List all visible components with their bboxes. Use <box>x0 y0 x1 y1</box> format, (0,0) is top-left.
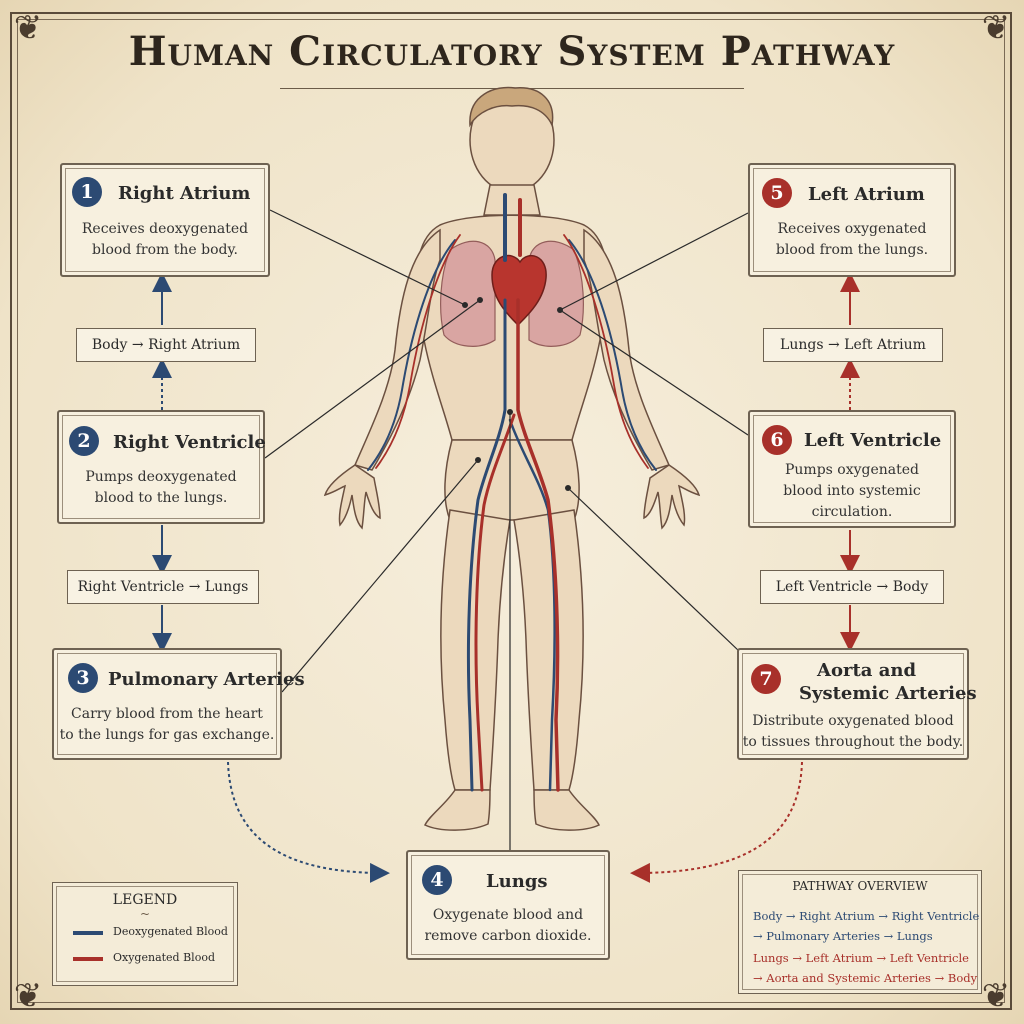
card-description-line: blood from the lungs. <box>775 242 929 258</box>
left-hand <box>643 464 701 530</box>
card-title: Lungs <box>486 871 548 892</box>
page-title: Human Circulatory System Pathway <box>128 28 896 75</box>
legend-title: LEGEND <box>112 892 178 908</box>
card-description-line: Receives oxygenated <box>777 221 927 237</box>
card-description-line: Distribute oxygenated blood <box>752 713 954 729</box>
card-lungs: 4 Lungs Oxygenate blood and remove carbo… <box>406 850 610 960</box>
corner-fleuron-icon: ❦ <box>981 976 1011 1016</box>
card-aorta-systemic-arteries: 7 Aorta and Systemic Arteries Distribute… <box>737 648 977 760</box>
step-number-badge: 7 <box>751 664 781 694</box>
card-description-line: to tissues throughout the body. <box>742 734 964 750</box>
corner-fleuron-icon: ❦ <box>13 8 43 48</box>
corner-fleuron-icon: ❦ <box>13 976 43 1016</box>
overview-title: PATHWAY OVERVIEW <box>792 879 928 893</box>
inner-frame <box>17 19 1005 1003</box>
overview-line: Lungs → Left Atrium → Left Ventricle <box>753 951 969 965</box>
card-description-line: Pumps deoxygenated <box>85 469 237 485</box>
flow-step-left-ventricle-to-body: Left Ventricle → Body <box>760 570 944 604</box>
overview-line: → Pulmonary Arteries → Lungs <box>753 929 933 943</box>
legend-oxygenated-label: Oxygenated Blood <box>113 951 215 964</box>
step-number-badge: 6 <box>762 425 792 455</box>
card-left-atrium: 5 Left Atrium Receives oxygenated blood … <box>748 163 956 277</box>
flow-step-right-ventricle-to-lungs: Right Ventricle → Lungs <box>67 570 259 604</box>
step-number-badge: 3 <box>68 663 98 693</box>
oxygenated-swatch <box>73 957 103 961</box>
step-number-badge: 5 <box>762 178 792 208</box>
left-flow-arrows <box>152 272 390 883</box>
card-title: Right Atrium <box>118 183 251 204</box>
leader-dots <box>462 297 571 491</box>
pathway-overview: PATHWAY OVERVIEW Body → Right Atrium → R… <box>738 870 982 994</box>
card-description-line: Oxygenate blood and <box>432 907 584 923</box>
neck <box>483 184 541 216</box>
card-description-line: blood into systemic <box>783 483 921 499</box>
card-pulmonary-arteries: 3 Pulmonary Arteries Carry blood from th… <box>52 648 305 760</box>
card-description-line: Receives deoxygenated <box>81 221 249 237</box>
card-right-ventricle: 2 Right Ventricle Pumps deoxygenated blo… <box>57 410 266 524</box>
outer-frame <box>10 12 1012 1010</box>
card-title: Pulmonary Arteries <box>108 669 305 690</box>
card-right-atrium: 1 Right Atrium Receives deoxygenated blo… <box>60 163 270 277</box>
corner-fleuron-icon: ❦ <box>981 8 1011 48</box>
card-title-line-2: Systemic Arteries <box>799 683 977 704</box>
card-description-line: blood to the lungs. <box>94 490 228 506</box>
card-left-ventricle: 6 Left Ventricle Pumps oxygenated blood … <box>748 410 956 528</box>
left-leg <box>513 509 584 791</box>
card-description-line: blood from the body. <box>92 242 238 258</box>
legend: LEGEND ~ Deoxygenated Blood Oxygenated B… <box>52 882 238 986</box>
step-number-badge: 4 <box>422 865 452 895</box>
right-flow-arrows <box>630 272 860 883</box>
hair <box>469 86 554 128</box>
leader-lines <box>264 209 749 850</box>
human-figure <box>323 86 701 831</box>
right-hand <box>323 464 381 530</box>
card-title: Aorta and <box>817 660 917 681</box>
card-title: Right Ventricle <box>113 432 266 453</box>
flow-step-lungs-to-left-atrium: Lungs → Left Atrium <box>763 328 943 362</box>
card-description-line: remove carbon dioxide. <box>424 928 592 944</box>
legend-deoxygenated-label: Deoxygenated Blood <box>113 925 228 938</box>
right-foot <box>423 789 491 831</box>
overview-line: Body → Right Atrium → Right Ventricle <box>753 909 980 923</box>
step-number-badge: 1 <box>72 177 102 207</box>
pelvis <box>444 439 580 521</box>
flow-step-body-to-right-atrium: Body → Right Atrium <box>76 328 256 362</box>
card-description-line: circulation. <box>811 504 893 520</box>
legend-flourish: ~ <box>139 907 151 921</box>
step-number-badge: 2 <box>69 426 99 456</box>
vessels <box>367 193 657 792</box>
card-description-line: to the lungs for gas exchange. <box>59 727 275 743</box>
card-description-line: Carry blood from the heart <box>71 706 263 722</box>
left-foot <box>533 789 601 831</box>
deoxygenated-swatch <box>73 931 103 935</box>
card-title: Left Ventricle <box>804 430 942 451</box>
overview-line: → Aorta and Systemic Arteries → Body <box>753 971 978 985</box>
card-description-line: Pumps oxygenated <box>784 462 920 478</box>
card-title: Left Atrium <box>808 184 925 205</box>
